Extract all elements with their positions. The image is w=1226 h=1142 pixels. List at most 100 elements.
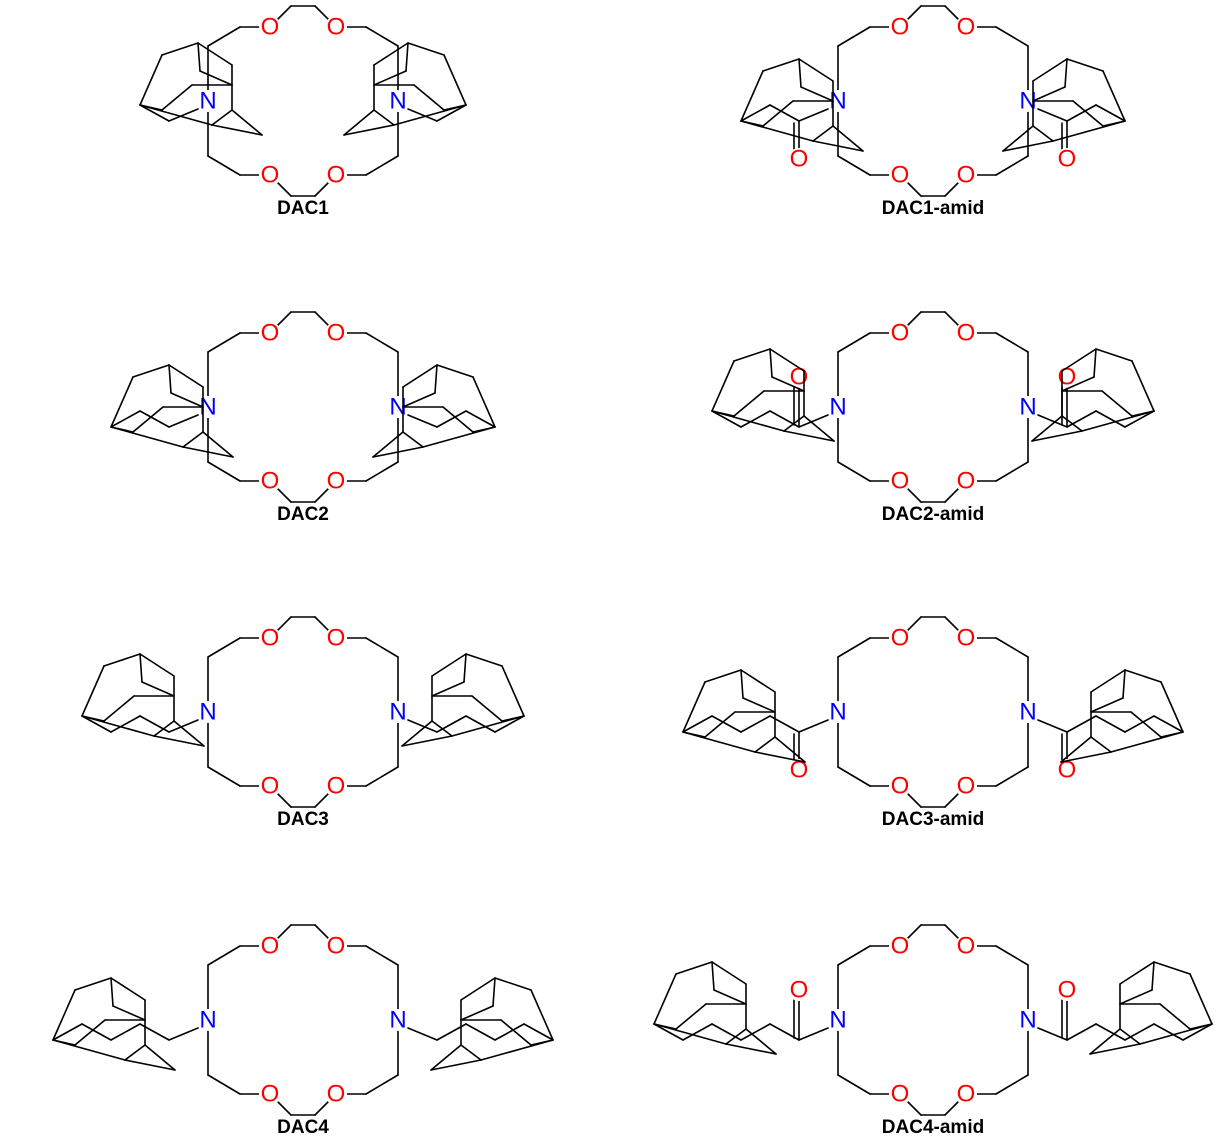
bond [436,364,474,378]
chain-bond [1066,104,1097,122]
nitrogen-atom-mask [197,1009,219,1031]
bond [742,697,776,713]
carbonyl-oxygen-atom: O [790,757,809,784]
bond [343,109,375,136]
oxygen-atom-mask [889,16,911,38]
bond [1089,1028,1121,1055]
chain-bond [1095,1023,1126,1041]
oxygen-atom-mask [955,1083,977,1105]
bond [460,1044,482,1061]
chain-bond [740,104,771,122]
nitrogen-atom: N [199,88,216,115]
chain-bond [436,410,467,428]
oxygen-atom: O [957,320,976,347]
chain-bond [1153,1023,1184,1041]
chain-bond [465,715,496,733]
compound-label: DAC2 [277,504,329,525]
bond [343,124,395,136]
bond [1090,669,1126,693]
oxygen-atom-mask [259,627,281,649]
carbonyl-oxygen-atom-mask [1056,759,1078,781]
bond [1064,58,1068,88]
oxygen-atom: O [261,1081,280,1108]
bond [74,1019,106,1046]
bond [711,360,735,412]
bond [675,961,713,975]
compound-label: DAC1 [277,198,329,219]
oxygen-atom: O [261,320,280,347]
chain-bond [1124,1023,1155,1041]
bond [1002,125,1034,152]
bond [207,26,241,47]
nitrogen-atom: N [829,1007,846,1034]
chain-bond [81,715,112,733]
bond [1090,697,1124,713]
bond [372,446,424,458]
bond [211,109,233,126]
oxygen-atom: O [261,162,280,189]
bond [182,446,234,458]
bond [837,766,871,787]
oxygen-atom: O [327,773,346,800]
bond [207,945,241,966]
bond [431,653,467,677]
nitrogen-atom: N [389,699,406,726]
oxygen-atom: O [327,1081,346,1108]
chain-bond [1182,1023,1213,1041]
bond [434,364,438,394]
chain-bond [1124,410,1155,428]
bond [771,376,805,392]
bond [460,1005,494,1021]
chain-bond [168,108,199,122]
bond [837,945,871,966]
nitrogen-atom: N [829,699,846,726]
chain-bond [711,410,742,428]
bond [995,461,1029,482]
bond [472,426,496,433]
bond [373,42,409,66]
oxygen-atom: O [957,1081,976,1108]
bond [372,431,404,458]
bond [472,376,496,428]
bond [401,720,433,747]
bond [995,155,1029,176]
oxygen-atom-mask [325,935,347,957]
nitrogen-atom: N [1019,699,1036,726]
chain-bond [407,108,438,122]
bond [725,1043,777,1055]
bond [832,125,864,152]
oxygen-atom: O [891,933,910,960]
bond [139,653,143,683]
carbonyl-oxygen-atom-mask [1056,148,1078,170]
bond [463,653,467,683]
bond [754,736,776,753]
bond [1102,120,1126,127]
chain-bond [1153,715,1184,733]
bond [132,406,164,433]
bond [995,26,1029,47]
bond [182,431,204,448]
bond [207,766,241,787]
bond [501,715,525,722]
chain-bond [407,719,438,733]
bond [402,431,424,448]
oxygen-atom-mask [259,775,281,797]
bond [711,961,715,991]
chain-bond [1037,719,1068,733]
bond [1131,410,1155,417]
bond [365,332,399,353]
bond [402,364,438,388]
bond [365,461,399,482]
bond [803,415,835,442]
bond [740,120,764,127]
oxygen-atom: O [891,320,910,347]
bond [141,681,175,697]
oxygen-atom: O [327,14,346,41]
chain-bond [1095,104,1126,122]
bond [1119,1028,1141,1045]
